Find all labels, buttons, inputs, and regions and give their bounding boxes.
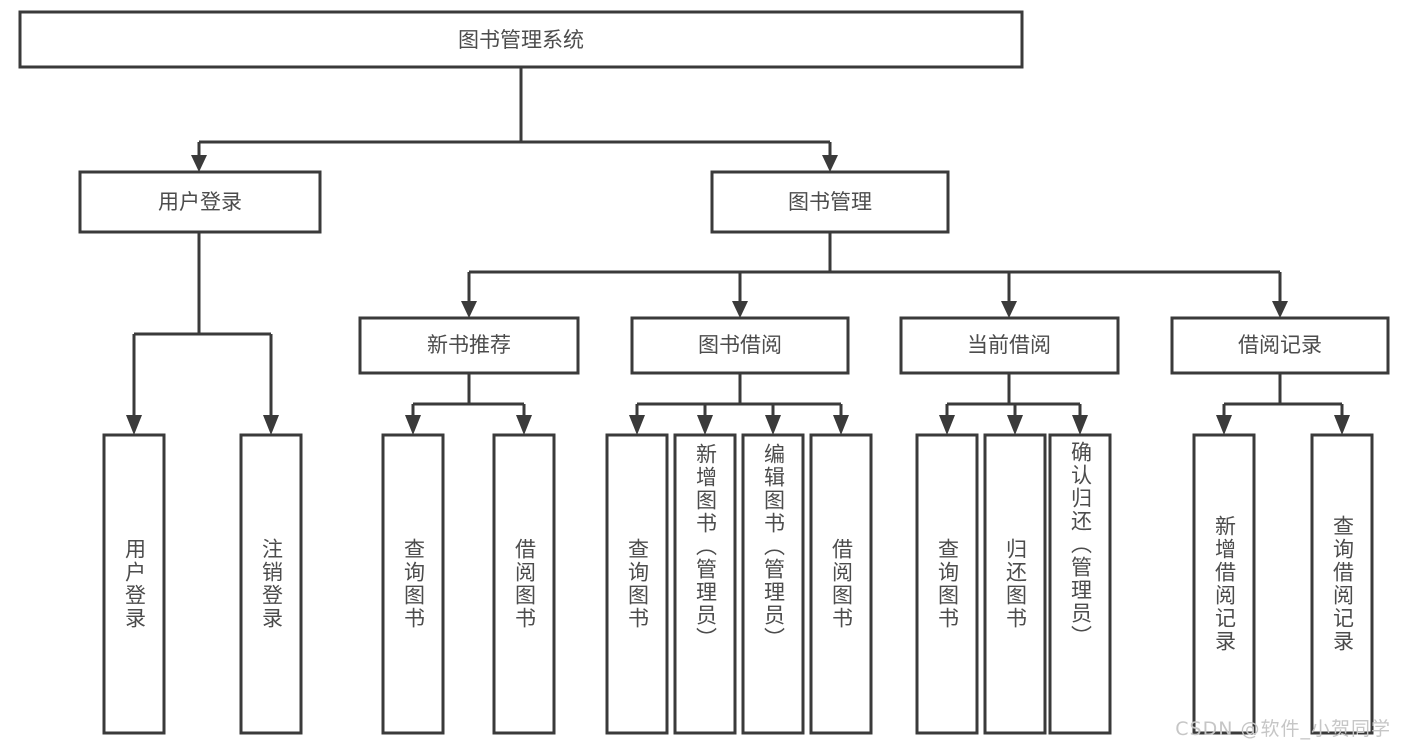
connector-group-current-borrow bbox=[939, 373, 1088, 435]
arrow-head-current-borrow bbox=[1001, 301, 1017, 318]
leaf-box-cb-confirm[interactable] bbox=[1048, 433, 1112, 735]
connector-group-borrow-record bbox=[1216, 373, 1350, 435]
node-box-user-login[interactable] bbox=[78, 170, 322, 234]
node-label-user-login: 用户登录 bbox=[158, 190, 242, 214]
node-box-book-borrow[interactable] bbox=[630, 316, 850, 375]
node-label-book-management: 图书管理 bbox=[788, 190, 872, 214]
arrow-head-bb-leaf-2 bbox=[697, 415, 713, 435]
connector-group-user-login bbox=[126, 232, 279, 435]
leaf-box-bb-query[interactable] bbox=[605, 433, 669, 735]
arrow-head-leaf-logout bbox=[263, 415, 279, 435]
arrow-head-cb-leaf-1 bbox=[939, 415, 955, 435]
arrow-head-bb-leaf-4 bbox=[833, 415, 849, 435]
arrow-head-br-leaf-1 bbox=[1216, 415, 1232, 435]
arrow-head-book-borrow bbox=[732, 301, 748, 318]
leaf-box-br-add[interactable] bbox=[1192, 433, 1256, 735]
arrow-head-nb-leaf-1 bbox=[405, 415, 421, 435]
node-box-borrow-record[interactable] bbox=[1170, 316, 1390, 375]
arrow-head-br-leaf-2 bbox=[1334, 415, 1350, 435]
node-box-new-book-recommend[interactable] bbox=[358, 316, 580, 375]
node-box-book-management[interactable] bbox=[710, 170, 950, 234]
arrow-head-bb-leaf-1 bbox=[629, 415, 645, 435]
arrow-head-user-login bbox=[191, 155, 207, 172]
connector-group-book-mgmt bbox=[461, 232, 1288, 318]
leaf-box-user-login-logout[interactable] bbox=[239, 433, 303, 735]
node-label-borrow-record: 借阅记录 bbox=[1238, 333, 1322, 357]
leaf-box-br-query[interactable] bbox=[1310, 433, 1374, 735]
leaf-box-user-login-login[interactable] bbox=[102, 433, 166, 735]
connector-group-book-borrow bbox=[629, 373, 849, 435]
arrow-head-nb-leaf-2 bbox=[516, 415, 532, 435]
leaf-box-bb-borrow[interactable] bbox=[809, 433, 873, 735]
leaf-box-new-book-query[interactable] bbox=[381, 433, 445, 735]
leaf-box-bb-edit[interactable] bbox=[741, 433, 805, 735]
node-label-book-borrow: 图书借阅 bbox=[698, 333, 782, 357]
arrow-head-bb-leaf-3 bbox=[765, 415, 781, 435]
arrow-head-cb-leaf-3 bbox=[1072, 415, 1088, 435]
leaf-box-cb-query[interactable] bbox=[915, 433, 979, 735]
arrow-head-new-book bbox=[461, 301, 477, 318]
node-label-current-borrow: 当前借阅 bbox=[967, 333, 1051, 357]
arrow-head-book-mgmt bbox=[822, 155, 838, 172]
arrow-head-leaf-user-login bbox=[126, 415, 142, 435]
node-box-root[interactable] bbox=[18, 10, 1024, 69]
arrow-head-borrow-record bbox=[1272, 301, 1288, 318]
arrow-head-cb-leaf-2 bbox=[1007, 415, 1023, 435]
connector-group-root bbox=[191, 67, 838, 172]
leaf-box-cb-return[interactable] bbox=[983, 433, 1047, 735]
connector-group-new-book bbox=[405, 373, 532, 435]
leaf-box-new-book-borrow[interactable] bbox=[492, 433, 556, 735]
watermark-text: CSDN @软件_小贺同学 bbox=[1175, 718, 1391, 740]
node-label-new-book-recommend: 新书推荐 bbox=[427, 333, 511, 357]
node-box-current-borrow[interactable] bbox=[899, 316, 1120, 375]
node-label-root: 图书管理系统 bbox=[458, 28, 584, 52]
leaf-box-bb-add[interactable] bbox=[673, 433, 737, 735]
